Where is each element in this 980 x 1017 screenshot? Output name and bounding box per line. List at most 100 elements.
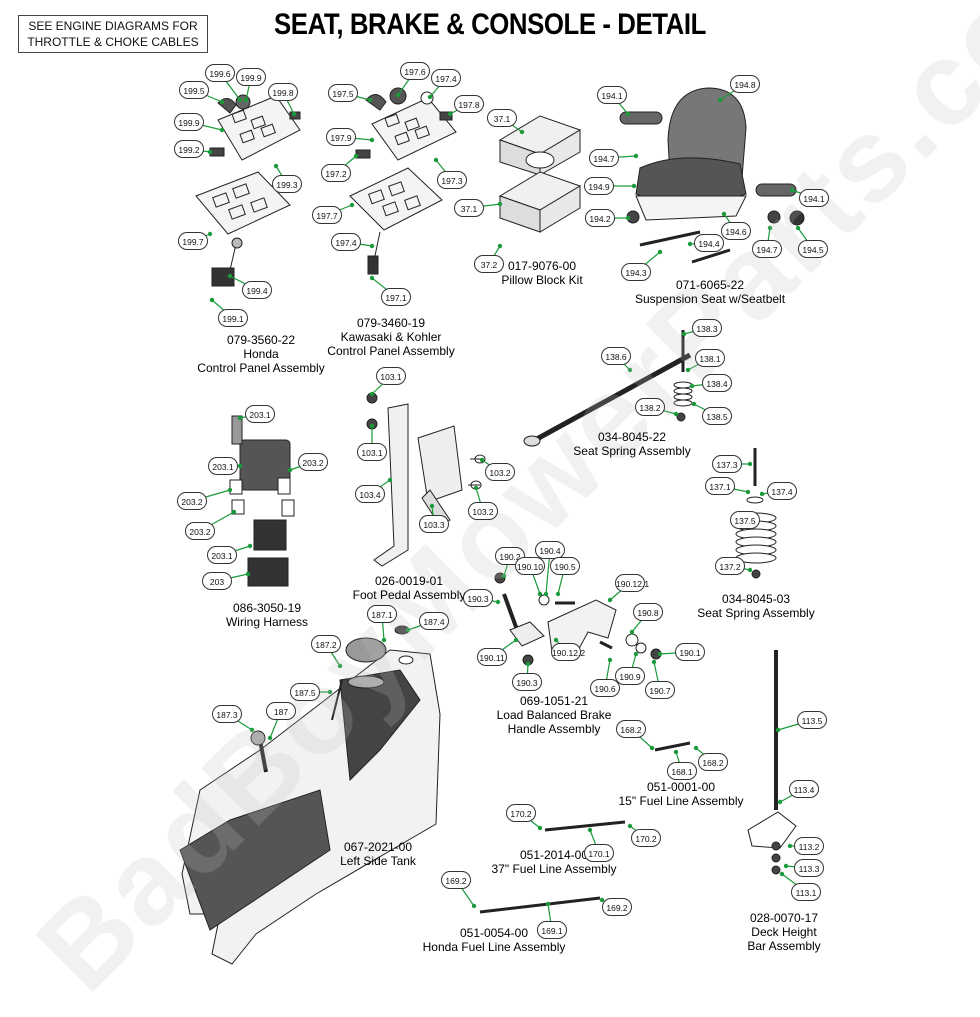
callout-leader-arrowhead (545, 901, 551, 907)
part-callout: 170.1 (584, 844, 614, 862)
callout-leader-arrowhead (795, 225, 801, 231)
part-callout: 137.3 (712, 455, 742, 473)
part-callout: 203 (202, 572, 232, 590)
assembly-label-fuel-line-37: 051-2014-00 37" Fuel Line Assembly (492, 848, 617, 876)
callout-leader-arrowhead (779, 871, 785, 877)
part-callout: 199.4 (242, 281, 272, 299)
assembly-name: Wiring Harness (225, 615, 309, 629)
assembly-name: Foot Pedal Assembly (352, 588, 466, 602)
callout-leader-arrowhead (219, 99, 225, 105)
part-callout: 194.5 (798, 240, 828, 258)
callout-leader-arrowhead (447, 111, 453, 117)
part-number: 071-6065-22 (675, 278, 745, 292)
part-callout: 199.2 (174, 140, 204, 158)
part-callout: 194.8 (730, 75, 760, 93)
callout-leader-arrowhead (227, 273, 233, 279)
callout-leader-arrowhead (327, 689, 333, 695)
part-number: 034-8045-03 (721, 592, 791, 606)
callout-leader-arrowhead (525, 661, 531, 667)
part-callout: 169.1 (537, 921, 567, 939)
part-callout: 168.2 (616, 720, 646, 738)
callout-leader-arrowhead (207, 149, 213, 155)
part-callout: 37.1 (454, 199, 484, 217)
part-callout: 197.8 (454, 95, 484, 113)
part-callout: 194.7 (589, 149, 619, 167)
assembly-label-wiring-harness: 086-3050-19 Wiring Harness (226, 601, 308, 629)
seat-spring-bar-drawing (523, 330, 693, 447)
pillow-block-drawing (498, 115, 582, 233)
callout-leader-arrowhead (627, 823, 633, 829)
callout-leader-arrowhead (369, 137, 375, 143)
callout-leader-arrowhead (783, 863, 789, 869)
callout-leader-arrowhead (685, 367, 691, 373)
assembly-name: Honda Fuel Line Assembly (422, 940, 566, 954)
callout-leader-arrowhead (433, 157, 439, 163)
part-callout: 137.5 (730, 511, 760, 529)
callout-leader-arrowhead (497, 201, 503, 207)
callout-leader-arrowhead (405, 627, 411, 633)
assembly-label-honda-control-panel: 079-3560-22 Honda Control Panel Assembly (197, 333, 324, 375)
part-callout: 138.2 (635, 398, 665, 416)
part-callout: 199.1 (218, 309, 248, 327)
part-callout: 37.1 (487, 109, 517, 127)
part-callout: 199.9 (174, 113, 204, 131)
callout-leader-arrowhead (649, 745, 655, 751)
assembly-name: Control Panel Assembly (197, 361, 325, 375)
callout-leader-arrowhead (237, 415, 243, 421)
callout-leader-arrowhead (629, 629, 635, 635)
callout-leader-arrowhead (673, 749, 679, 755)
callout-leader-arrowhead (633, 651, 639, 657)
callout-leader-arrowhead (369, 243, 375, 249)
callout-leader-arrowhead (247, 543, 253, 549)
part-callout: 203.2 (298, 453, 328, 471)
callout-leader-arrowhead (337, 663, 343, 669)
part-callout: 199.3 (272, 175, 302, 193)
part-callout: 138.1 (695, 349, 725, 367)
callout-leader-arrowhead (681, 331, 687, 337)
part-callout: 113.5 (797, 711, 827, 729)
part-callout: 187.3 (212, 705, 242, 723)
callout-leader-arrowhead (721, 211, 727, 217)
callout-leader-arrowhead (349, 202, 355, 208)
assembly-label-kawasaki-control-panel: 079-3460-19 Kawasaki & Kohler Control Pa… (327, 316, 454, 358)
part-callout: 190.8 (633, 603, 663, 621)
callout-leader-arrowhead (627, 367, 633, 373)
diagram-canvas (179, 70, 815, 965)
part-callout: 194.1 (799, 189, 829, 207)
part-callout: 170.2 (506, 804, 536, 822)
part-callout: 113.1 (791, 883, 821, 901)
part-callout: 169.2 (441, 871, 471, 889)
part-number: 069-1051-21 (519, 694, 589, 708)
callout-leader-arrowhead (495, 599, 501, 605)
wiring-harness-drawing (229, 415, 295, 587)
part-callout: 137.4 (767, 482, 797, 500)
part-callout: 199.6 (205, 64, 235, 82)
part-callout: 190.4 (535, 541, 565, 559)
callout-leader-arrowhead (767, 225, 773, 231)
part-number: 034-8045-22 (597, 430, 667, 444)
callout-leader-arrowhead (657, 651, 663, 657)
callout-leader-arrowhead (501, 573, 507, 579)
engine-diagram-note: SEE ENGINE DIAGRAMS FOR THROTTLE & CHOKE… (18, 15, 208, 53)
part-callout: 190.5 (550, 557, 580, 575)
part-callout: 187.5 (290, 683, 320, 701)
callout-leader-arrowhead (479, 457, 485, 463)
callout-leader-arrowhead (607, 597, 613, 603)
part-callout: 197.9 (326, 128, 356, 146)
callout-leader-arrowhead (381, 637, 387, 643)
part-callout: 197.3 (437, 171, 467, 189)
assembly-name: Control Panel Assembly (327, 344, 455, 358)
note-line-2: THROTTLE & CHOKE CABLES (27, 35, 199, 49)
callout-leader-arrowhead (537, 825, 543, 831)
callout-leader-arrowhead (543, 591, 549, 597)
assembly-subtitle: Kawasaki & Kohler (340, 330, 442, 344)
part-callout: 190.3 (512, 673, 542, 691)
part-callout: 190.12.2 (551, 643, 585, 661)
callout-leader-arrowhead (689, 383, 695, 389)
part-callout: 197.1 (381, 288, 411, 306)
part-number: 086-3050-19 (232, 601, 302, 615)
callout-leader-arrowhead (587, 827, 593, 833)
assembly-name-2: Handle Assembly (507, 722, 601, 736)
callout-leader-arrowhead (273, 163, 279, 169)
part-callout: 203.1 (207, 546, 237, 564)
